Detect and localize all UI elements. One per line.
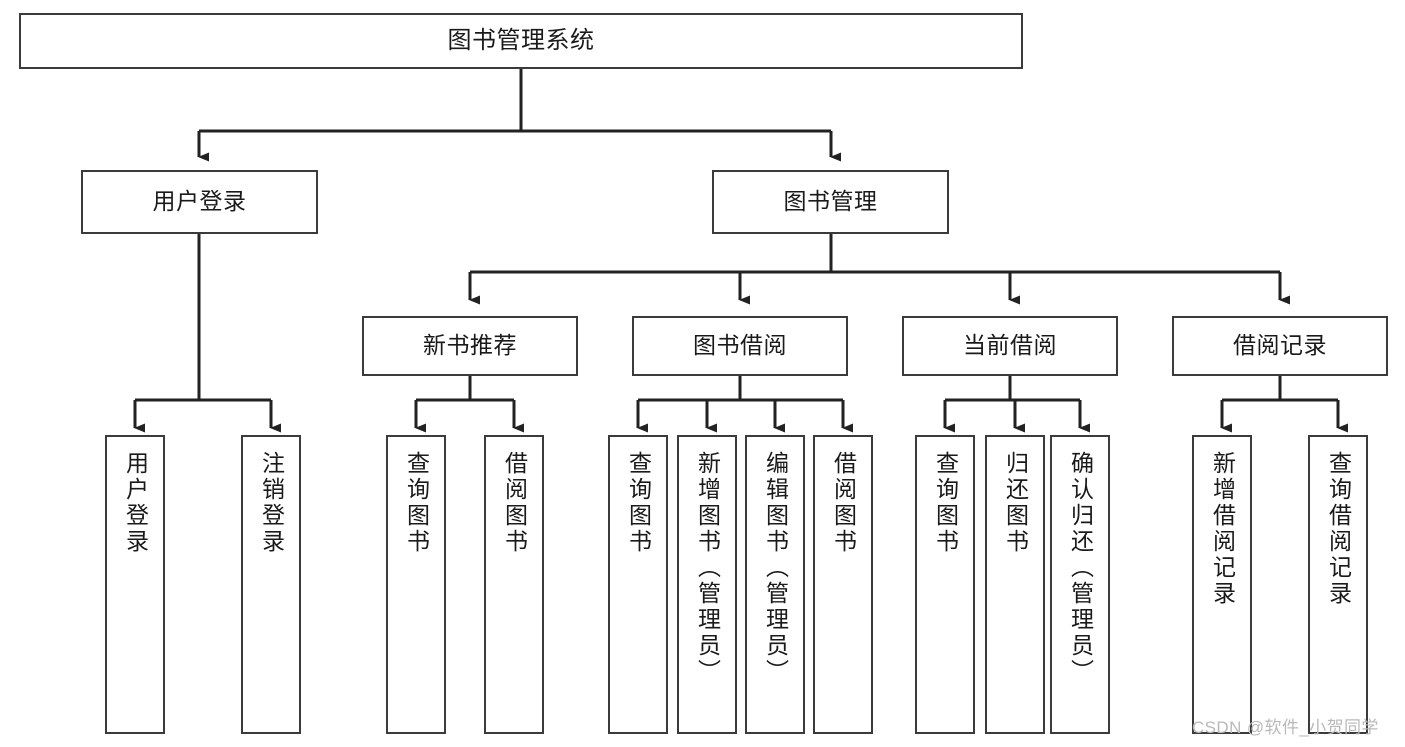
leaf-query-borrow-record[interactable]: 查询借阅记录 — [1308, 435, 1368, 734]
node-label: 新书推荐 — [423, 332, 517, 359]
node-label: 借阅图书 — [830, 451, 857, 555]
node-label: 借阅记录 — [1233, 332, 1327, 359]
leaf-query-book-recommend[interactable]: 查询图书 — [386, 435, 446, 734]
node-label: 新增借阅记录 — [1209, 451, 1236, 607]
csdn-watermark: CSDN @软件_小贺同学 — [1192, 718, 1379, 737]
node-label: 确认归还（管理员） — [1067, 451, 1094, 685]
leaf-add-book-admin[interactable]: 新增图书（管理员） — [677, 435, 737, 734]
node-label: 图书管理系统 — [447, 26, 595, 54]
node-label: 当前借阅 — [963, 332, 1057, 359]
leaf-borrow-book[interactable]: 借阅图书 — [813, 435, 873, 734]
node-label: 查询图书 — [932, 451, 959, 555]
node-label: 查询图书 — [625, 451, 652, 555]
node-label: 新增图书（管理员） — [694, 451, 721, 685]
node-label: 编辑图书（管理员） — [762, 451, 789, 685]
leaf-borrow-book-recommend[interactable]: 借阅图书 — [484, 435, 544, 734]
leaf-return-book[interactable]: 归还图书 — [985, 435, 1045, 734]
node-label: 查询图书 — [403, 451, 430, 555]
node-label: 查询借阅记录 — [1325, 451, 1352, 607]
leaf-add-borrow-record[interactable]: 新增借阅记录 — [1192, 435, 1252, 734]
node-label: 归还图书 — [1002, 451, 1029, 555]
node-library-management-system[interactable]: 图书管理系统 — [19, 13, 1023, 69]
node-user-login[interactable]: 用户登录 — [81, 170, 318, 234]
leaf-query-book-current[interactable]: 查询图书 — [915, 435, 975, 734]
leaf-confirm-return-admin[interactable]: 确认归还（管理员） — [1050, 435, 1110, 734]
node-label: 图书管理 — [783, 188, 878, 215]
node-label: 图书借阅 — [693, 332, 787, 359]
node-new-book-recommend[interactable]: 新书推荐 — [362, 316, 578, 376]
node-book-borrow[interactable]: 图书借阅 — [632, 316, 848, 376]
node-label: 注销登录 — [258, 451, 285, 555]
leaf-user-login[interactable]: 用户登录 — [105, 435, 165, 734]
node-current-borrow[interactable]: 当前借阅 — [902, 316, 1118, 376]
leaf-edit-book-admin[interactable]: 编辑图书（管理员） — [745, 435, 805, 734]
node-label: 借阅图书 — [501, 451, 528, 555]
node-borrow-record[interactable]: 借阅记录 — [1172, 316, 1388, 376]
node-book-management[interactable]: 图书管理 — [712, 170, 949, 234]
leaf-user-logout[interactable]: 注销登录 — [241, 435, 301, 734]
node-label: 用户登录 — [122, 451, 149, 555]
node-label: 用户登录 — [152, 188, 247, 215]
leaf-query-book-borrow[interactable]: 查询图书 — [608, 435, 668, 734]
